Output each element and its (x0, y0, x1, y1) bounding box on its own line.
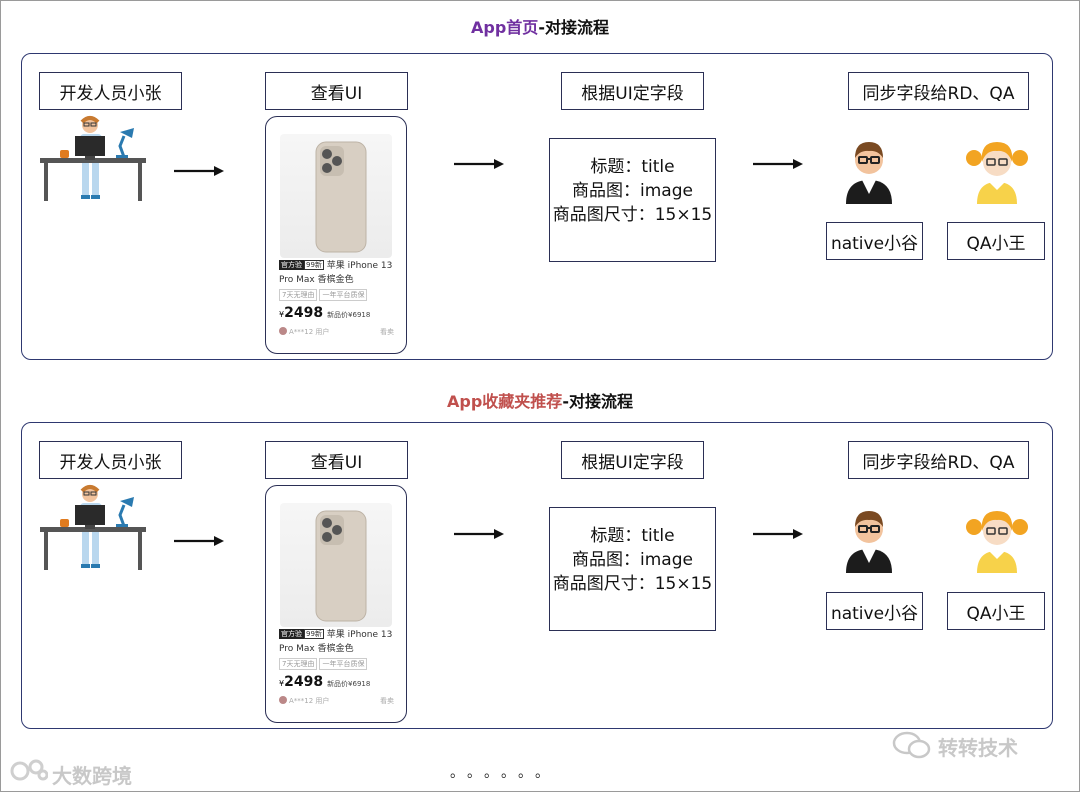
developer-at-desk-icon (40, 116, 146, 201)
section-title: App收藏夹推荐-对接流程 (0, 388, 1080, 412)
sync-label: 同步字段给RD、QA (848, 72, 1029, 110)
ellipsis: 。。。。。。 (450, 765, 559, 781)
define-fields-label: 根据UI定字段 (561, 72, 704, 110)
qa-label: QA小王 (947, 592, 1045, 630)
flow-arrow-icon (174, 166, 224, 176)
rd-label: native小谷 (826, 592, 923, 630)
qa-avatar-icon (966, 511, 1028, 573)
developer-label: 开发人员小张 (39, 441, 182, 479)
field-image: 商品图：image (572, 181, 693, 201)
flow-frame (21, 422, 1053, 729)
seller-name: A***12 用户 (289, 697, 330, 705)
field-title: 标题：title (590, 157, 675, 177)
want-label: 看卖 (380, 328, 394, 336)
section-title-rest: -对接流程 (562, 392, 633, 411)
flow-arrow-icon (753, 529, 803, 539)
view-ui-label: 查看UI (265, 72, 408, 110)
field-image-size: 商品图尺寸：15×15 (552, 205, 713, 225)
flow-arrow-icon (454, 159, 504, 169)
rd-avatar-icon (846, 511, 892, 573)
chip: 一年平台质保 (319, 289, 368, 301)
flow-arrow-icon (753, 159, 803, 169)
currency-symbol: ¥ (279, 310, 285, 319)
price-value: 2498 (284, 674, 324, 690)
product-name: 苹果 iPhone 13 Pro Max 香槟金色 (279, 630, 393, 654)
condition-tag: 99新 (304, 260, 324, 270)
product-photo (280, 503, 392, 627)
rd-label: native小谷 (826, 222, 923, 260)
section-title-accent: App首页 (471, 18, 539, 37)
brand-logo-icon (10, 759, 48, 781)
sync-label: 同步字段给RD、QA (848, 441, 1029, 479)
wechat-icon (892, 731, 931, 759)
field-title: 标题：title (590, 526, 675, 546)
view-ui-label: 查看UI (265, 441, 408, 479)
new-price: 新品价¥6918 (327, 311, 371, 319)
rd-avatar-icon (846, 142, 892, 204)
watermark-left: 大数跨境 (52, 764, 132, 788)
official-tag: 官方验 (279, 629, 304, 639)
iphone-image (315, 141, 367, 253)
define-fields-label: 根据UI定字段 (561, 441, 704, 479)
developer-label: 开发人员小张 (39, 72, 182, 110)
avatar (279, 327, 287, 335)
field-spec-box: 标题：title 商品图：image 商品图尺寸：15×15 (549, 507, 716, 631)
seller-name: A***12 用户 (289, 328, 330, 336)
product-photo (280, 134, 392, 258)
section-title-accent: App收藏夹推荐 (447, 392, 563, 411)
watermark-right: 转转技术 (938, 736, 1018, 760)
avatar (279, 696, 287, 704)
section-title: App首页-对接流程 (0, 14, 1080, 38)
developer-at-desk-icon (40, 485, 146, 570)
seller-info: A***12 用户 (279, 696, 329, 706)
product-chips: 7天无理由一年平台质保 (279, 289, 369, 301)
qa-label: QA小王 (947, 222, 1045, 260)
want-label: 看卖 (380, 697, 394, 705)
flow-frame (21, 53, 1053, 360)
official-tag: 官方验 (279, 260, 304, 270)
product-name: 苹果 iPhone 13 Pro Max 香槟金色 (279, 261, 393, 285)
product-chips: 7天无理由一年平台质保 (279, 658, 369, 670)
flow-arrow-icon (174, 536, 224, 546)
condition-tag: 99新 (304, 629, 324, 639)
chip: 7天无理由 (279, 658, 318, 670)
field-image-size: 商品图尺寸：15×15 (552, 574, 713, 594)
chip: 一年平台质保 (319, 658, 368, 670)
iphone-image (315, 510, 367, 622)
price-value: 2498 (284, 305, 324, 321)
chip: 7天无理由 (279, 289, 318, 301)
flow-arrow-icon (454, 529, 504, 539)
new-price: 新品价¥6918 (327, 680, 371, 688)
qa-avatar-icon (966, 142, 1028, 204)
field-image: 商品图：image (572, 550, 693, 570)
seller-info: A***12 用户 (279, 327, 329, 337)
field-spec-box: 标题：title 商品图：image 商品图尺寸：15×15 (549, 138, 716, 262)
section-title-rest: -对接流程 (538, 18, 609, 37)
currency-symbol: ¥ (279, 679, 285, 688)
